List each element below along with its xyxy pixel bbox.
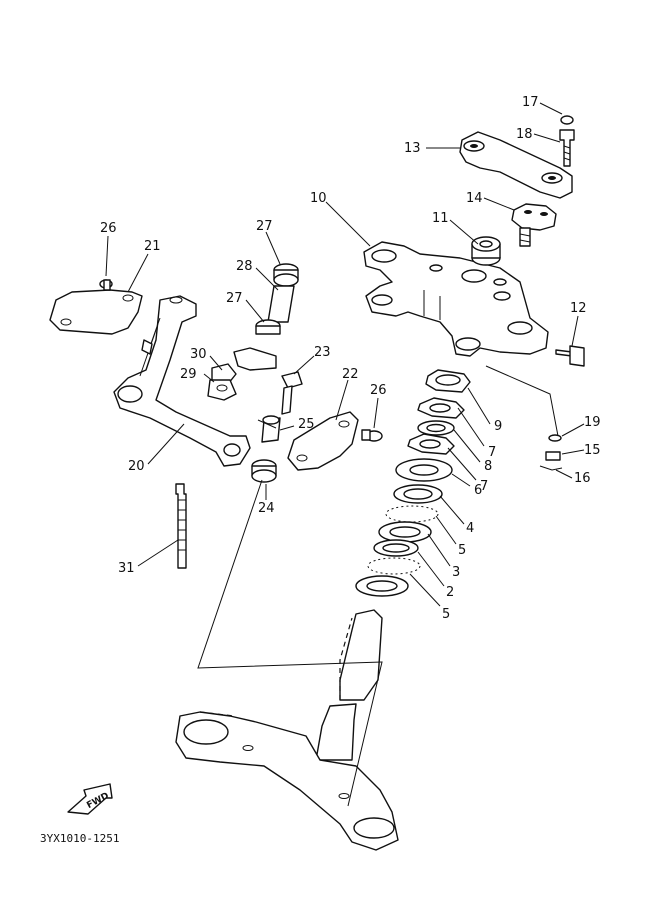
- callout-5-bottom: 5: [442, 607, 450, 622]
- steering-stem-nut: [471, 236, 501, 266]
- pinch-bolt: [555, 345, 585, 367]
- lower-handlebar-holder: [511, 203, 557, 247]
- callout-17: 17: [522, 95, 539, 110]
- bracket-bolt: [281, 371, 303, 415]
- callout-26-right: 26: [370, 383, 387, 398]
- mount-plate-right: [287, 411, 359, 471]
- bearing-stack: [355, 458, 453, 597]
- collar-stack: [255, 263, 299, 335]
- callout-7-bottom: 7: [480, 479, 488, 494]
- callout-22: 22: [342, 367, 359, 382]
- callout-30: 30: [190, 347, 207, 362]
- callout-12: 12: [570, 301, 587, 316]
- fwd-arrow-icon: FWD: [67, 783, 113, 815]
- callout-2: 2: [446, 585, 454, 600]
- small-washer-parts: [539, 434, 563, 471]
- callout-14: 14: [466, 191, 483, 206]
- callout-29: 29: [180, 367, 197, 382]
- lower-collar-stack: [251, 415, 281, 483]
- callout-28: 28: [236, 259, 253, 274]
- callout-11: 11: [432, 211, 449, 226]
- callout-24: 24: [258, 501, 275, 516]
- ring-nut-stack: [407, 369, 471, 455]
- callout-15: 15: [584, 443, 601, 458]
- callout-9: 9: [494, 419, 502, 434]
- callout-21: 21: [144, 239, 161, 254]
- callout-3: 3: [452, 565, 460, 580]
- callout-6: 6: [474, 483, 482, 498]
- callout-5-top: 5: [458, 543, 466, 558]
- callout-31: 31: [118, 561, 135, 576]
- upper-bracket: [363, 241, 549, 357]
- mount-plate-left: [49, 289, 143, 335]
- holder-bolt: [559, 115, 575, 167]
- diagram-code: 3YX1010-1251: [40, 832, 119, 845]
- callout-26-left: 26: [100, 221, 117, 236]
- callout-16: 16: [574, 471, 591, 486]
- callouts: 17 18 13 14 10 11 12 26 21 27 28 27 30 2…: [100, 95, 601, 622]
- screw-left: [99, 279, 113, 291]
- callout-23: 23: [314, 345, 331, 360]
- callout-20: 20: [128, 459, 145, 474]
- clip-and-nut: [207, 347, 277, 401]
- callout-13: 13: [404, 141, 421, 156]
- callout-27-top: 27: [256, 219, 273, 234]
- under-bracket-stem: [175, 609, 399, 851]
- callout-25: 25: [298, 417, 315, 432]
- callout-7-top: 7: [488, 445, 496, 460]
- callout-18: 18: [516, 127, 533, 142]
- upper-handlebar-holder: [459, 131, 573, 199]
- cable-tie: [175, 483, 187, 569]
- callout-4: 4: [466, 521, 474, 536]
- callout-19: 19: [584, 415, 601, 430]
- callout-8: 8: [484, 459, 492, 474]
- callout-10: 10: [310, 191, 327, 206]
- headlight-bracket: [113, 295, 251, 467]
- assembly-lines: [197, 365, 559, 807]
- callout-27-mid: 27: [226, 291, 243, 306]
- screw-right: [361, 429, 383, 442]
